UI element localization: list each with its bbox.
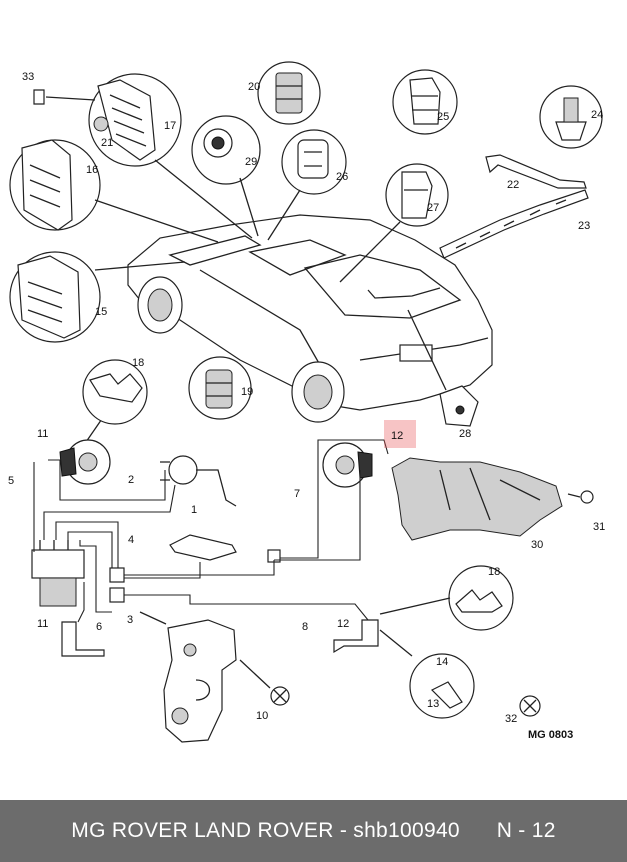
label-1: 1 bbox=[191, 504, 197, 516]
callout-clip-25 bbox=[392, 69, 458, 135]
label-5: 5 bbox=[8, 475, 14, 487]
label-7: 7 bbox=[294, 488, 300, 500]
footer-bar: MG ROVER LAND ROVER - shb100940 N - 12 bbox=[0, 800, 627, 862]
label-22: 22 bbox=[507, 179, 519, 191]
brake-pedal-lever bbox=[169, 534, 237, 561]
label-12b: 12 bbox=[337, 618, 349, 630]
abs-modulator-unit bbox=[31, 540, 85, 607]
callout-clip-18-bottom bbox=[379, 565, 514, 631]
label-18b: 18 bbox=[488, 566, 500, 578]
label-28: 28 bbox=[459, 428, 471, 440]
callout-clip-27 bbox=[385, 163, 449, 227]
seal-strip-23 bbox=[439, 189, 589, 259]
leader-lines bbox=[85, 159, 447, 443]
label-30: 30 bbox=[531, 539, 543, 551]
part-labels: 1 2 3 4 5 6 7 8 10 11 11 12 12 13 14 15 … bbox=[8, 71, 605, 741]
brake-pipe-network bbox=[33, 439, 389, 623]
bolt-33 bbox=[33, 89, 96, 105]
label-32: 32 bbox=[505, 713, 517, 725]
callout-bolt-13 bbox=[379, 629, 475, 719]
label-2: 2 bbox=[128, 474, 134, 486]
callout-clip-18-top bbox=[82, 359, 148, 425]
label-8: 8 bbox=[302, 621, 308, 633]
callout-bracket-17 bbox=[88, 73, 182, 167]
seal-strip-22 bbox=[485, 154, 587, 189]
diagram-code: MG 0803 bbox=[528, 729, 573, 741]
label-3: 3 bbox=[127, 614, 133, 626]
label-33: 33 bbox=[22, 71, 34, 83]
label-21: 21 bbox=[101, 137, 113, 149]
highlight-box-12 bbox=[384, 420, 416, 448]
footer-text: MG ROVER LAND ROVER - shb100940 N - 12 bbox=[71, 819, 556, 842]
bolt-10 bbox=[239, 659, 290, 706]
label-11b: 11 bbox=[37, 618, 48, 630]
label-12a: 12 bbox=[391, 430, 403, 442]
front-right-brake-sensor bbox=[61, 621, 105, 657]
label-17: 17 bbox=[164, 120, 176, 132]
front-left-disc-brake bbox=[59, 439, 111, 485]
callout-screw-24 bbox=[539, 85, 603, 149]
label-20: 20 bbox=[248, 81, 260, 93]
label-19: 19 bbox=[241, 386, 253, 398]
pressure-valve-junction bbox=[109, 549, 281, 603]
label-4: 4 bbox=[128, 534, 134, 546]
brake-servo-booster bbox=[160, 455, 237, 507]
label-16: 16 bbox=[86, 164, 98, 176]
rear-right-disc-brake bbox=[322, 442, 373, 488]
heat-shield-30 bbox=[391, 457, 563, 541]
label-6: 6 bbox=[96, 621, 102, 633]
bolt-32 bbox=[519, 695, 541, 717]
brake-pressure-valve-block bbox=[139, 611, 237, 743]
label-27: 27 bbox=[427, 202, 439, 214]
bolt-31 bbox=[567, 490, 594, 504]
label-24: 24 bbox=[591, 109, 603, 121]
label-15: 15 bbox=[95, 306, 107, 318]
callout-clip-19 bbox=[188, 356, 252, 420]
label-31: 31 bbox=[593, 521, 605, 533]
brake-system-exploded-diagram: 1 2 3 4 5 6 7 8 10 11 11 12 12 13 14 15 … bbox=[8, 61, 605, 743]
clip-28 bbox=[439, 385, 479, 427]
vehicle-hatchback bbox=[127, 214, 493, 423]
label-23: 23 bbox=[578, 220, 590, 232]
label-10: 10 bbox=[256, 710, 268, 722]
callout-bracket-15 bbox=[9, 251, 101, 343]
label-11a: 11 bbox=[37, 428, 48, 440]
label-26: 26 bbox=[336, 171, 348, 183]
callout-grommet-29 bbox=[191, 115, 261, 185]
label-13: 13 bbox=[427, 698, 439, 710]
callout-bracket-16 bbox=[9, 139, 101, 231]
label-29: 29 bbox=[245, 156, 257, 168]
label-18a: 18 bbox=[132, 357, 144, 369]
label-25: 25 bbox=[437, 111, 449, 123]
callout-clip-20 bbox=[257, 61, 321, 125]
callout-clip-26 bbox=[281, 129, 347, 195]
rear-left-brake-sensor bbox=[333, 619, 379, 654]
label-14: 14 bbox=[436, 656, 448, 668]
